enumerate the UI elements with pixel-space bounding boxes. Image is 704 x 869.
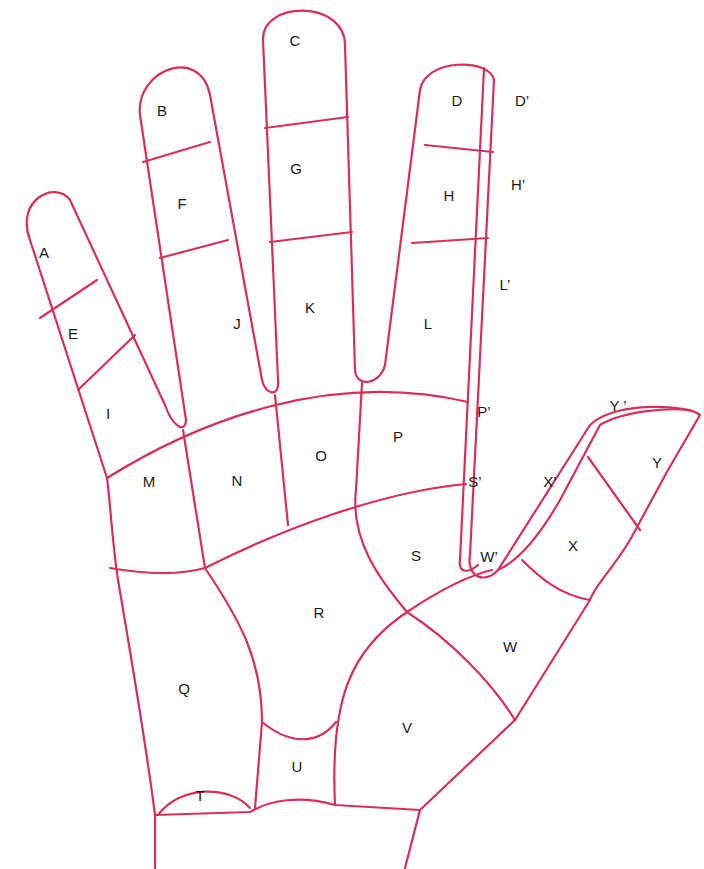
region-letter: Q [178,681,190,696]
region-letter: U [292,759,303,774]
region-letter: C [290,33,301,48]
region-letter: G [290,161,302,176]
region-letter: I [106,406,110,421]
region-letter: R [314,605,325,620]
region-letter: B [157,103,167,118]
region-letter: A [39,245,49,260]
region-letter: X’ [543,474,556,489]
region-letter: H’ [511,177,525,192]
region-letter: N [232,473,243,488]
region-letter: Y [652,455,662,470]
region-letter: M [143,474,156,489]
region-letter: Y ’ [609,398,626,413]
region-letter: T [195,788,204,803]
region-letter: V [402,720,412,735]
region-letter: L’ [500,277,511,292]
region-letter: K [305,300,315,315]
region-letter: P [393,429,403,444]
region-letter: D’ [515,93,529,108]
region-letter: D [452,93,463,108]
region-letter: X [568,538,578,553]
region-letter: J [233,316,241,331]
region-letter: H [444,188,455,203]
region-letter: S [411,548,421,563]
region-letter: F [177,196,186,211]
region-letter: W’ [480,549,498,564]
region-letter: S’ [468,474,481,489]
region-letter: P’ [477,404,490,419]
region-letter: E [68,326,78,341]
region-letter: W [503,639,517,654]
region-letter: O [315,448,327,463]
region-letter: L [424,316,432,331]
